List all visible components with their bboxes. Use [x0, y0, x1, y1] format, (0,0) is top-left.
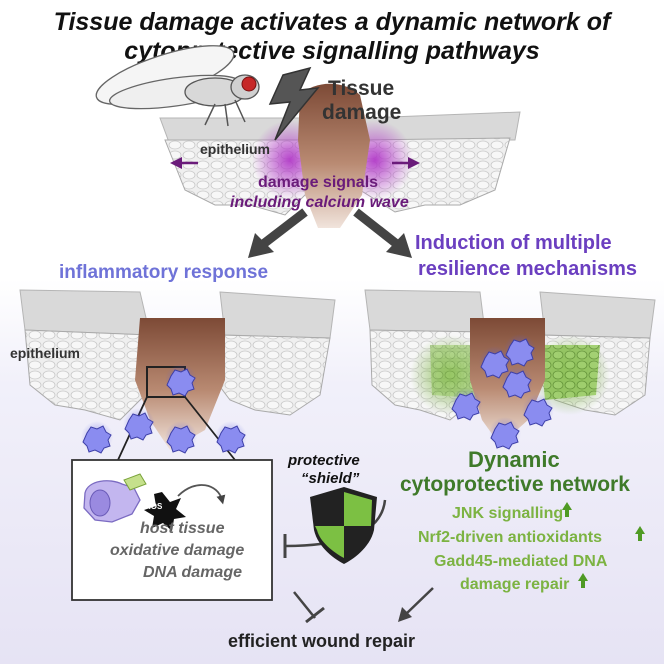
top-tissue-panel	[159, 66, 521, 228]
resilience-heading-1: Induction of multiple	[415, 232, 612, 254]
fruit-fly-icon	[95, 45, 260, 127]
hemocyte-group-left	[81, 364, 247, 454]
hemocyte-group-right	[450, 334, 554, 450]
title-line-1: Tissue damage activates a dynamic networ…	[53, 8, 611, 36]
up-arrow-icons	[562, 502, 645, 588]
ros-damage-arrow	[177, 484, 226, 505]
bottom-arrows	[293, 587, 434, 624]
tissue-damage-label-1: Tissue	[328, 77, 395, 100]
outcome-label: efficient wound repair	[228, 631, 416, 651]
inset-line-1: host tissue	[140, 520, 225, 537]
network-heading-1: Dynamic	[468, 447, 560, 472]
network-item-repair: damage repair	[460, 576, 570, 593]
ros-label: ROS	[145, 502, 163, 511]
resilience-heading-2: resilience mechanisms	[418, 258, 638, 280]
shield-icon	[310, 487, 377, 564]
shield-label-2: “shield”	[301, 470, 360, 487]
damage-signals-label: damage signals	[258, 174, 379, 191]
split-arrows	[248, 208, 412, 258]
ros-star-icon	[144, 492, 186, 531]
epithelium-label-top: epithelium	[200, 141, 271, 157]
network-item-gadd45: Gadd45-mediated DNA	[434, 553, 608, 570]
inset-line-3: DNA damage	[143, 564, 242, 581]
inflammatory-response-heading: inflammatory response	[59, 262, 269, 283]
network-heading-2: cytoprotective network	[400, 473, 630, 496]
shield-label-1: protective	[288, 452, 360, 469]
network-item-jnk: JNK signalling	[452, 505, 564, 522]
tissue-damage-label-2: damage	[322, 101, 402, 124]
inset-line-2: oxidative damage	[110, 542, 245, 559]
calcium-wave-label: including calcium wave	[230, 194, 409, 211]
macrophage-icon	[83, 473, 147, 523]
epithelium-label-left: epithelium	[10, 345, 81, 361]
network-item-nrf2: Nrf2-driven antioxidants	[418, 529, 603, 546]
